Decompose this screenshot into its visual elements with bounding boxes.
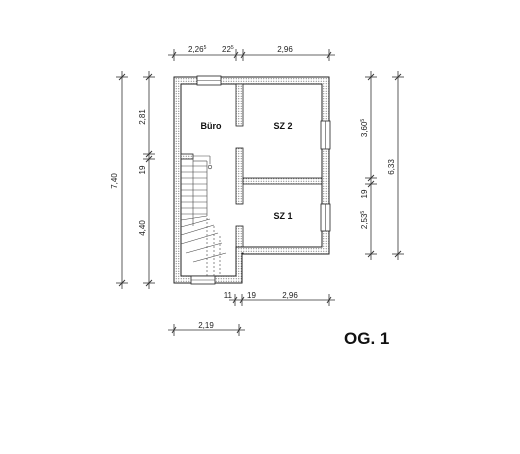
wall-sz2-sz1 bbox=[242, 177, 323, 185]
dim-left-upper: 2,81 bbox=[138, 109, 147, 125]
dim-left-lower: 4,40 bbox=[138, 220, 147, 236]
room-label-office: Büro bbox=[201, 121, 222, 131]
dimension-right: 3,605 19 2,535 6,33 bbox=[360, 71, 404, 260]
dim-right-total: 6,33 bbox=[387, 159, 396, 175]
dim-bottom-a: 11 bbox=[224, 291, 233, 300]
dim-left-mid: 19 bbox=[138, 165, 147, 174]
wall-mid-segment bbox=[235, 147, 244, 205]
dim-bottom-c: 2,96 bbox=[282, 291, 298, 300]
dim-right-mid: 19 bbox=[360, 189, 369, 198]
dim-top-mid: 225 bbox=[222, 45, 234, 54]
dim-right-lower: 2,535 bbox=[360, 211, 369, 230]
room-label-bedroom-2: SZ 2 bbox=[273, 121, 292, 131]
wall-office-stair bbox=[180, 153, 194, 160]
dim-bottom-stair: 2,19 bbox=[198, 321, 214, 330]
windows bbox=[190, 75, 331, 285]
walls bbox=[173, 76, 330, 284]
dim-bottom-b: 19 bbox=[247, 291, 256, 300]
wall-lower-segment bbox=[235, 225, 244, 248]
dimension-left: 7,40 2,81 19 4,40 bbox=[110, 71, 155, 289]
dim-top-left: 2,265 bbox=[188, 45, 207, 54]
room-label-bedroom-1: SZ 1 bbox=[273, 211, 292, 221]
dim-right-upper: 3,605 bbox=[360, 119, 369, 138]
dimension-top: 2,265 225 2,96 bbox=[168, 45, 335, 61]
wall-office-sz2 bbox=[235, 83, 244, 127]
dimension-bottom: 11 19 2,96 2,19 bbox=[168, 291, 335, 336]
sheet-label: OG. 1 bbox=[344, 329, 389, 348]
staircase bbox=[180, 155, 227, 276]
dim-top-right: 2,96 bbox=[277, 45, 293, 54]
dim-left-total: 7,40 bbox=[110, 173, 119, 189]
